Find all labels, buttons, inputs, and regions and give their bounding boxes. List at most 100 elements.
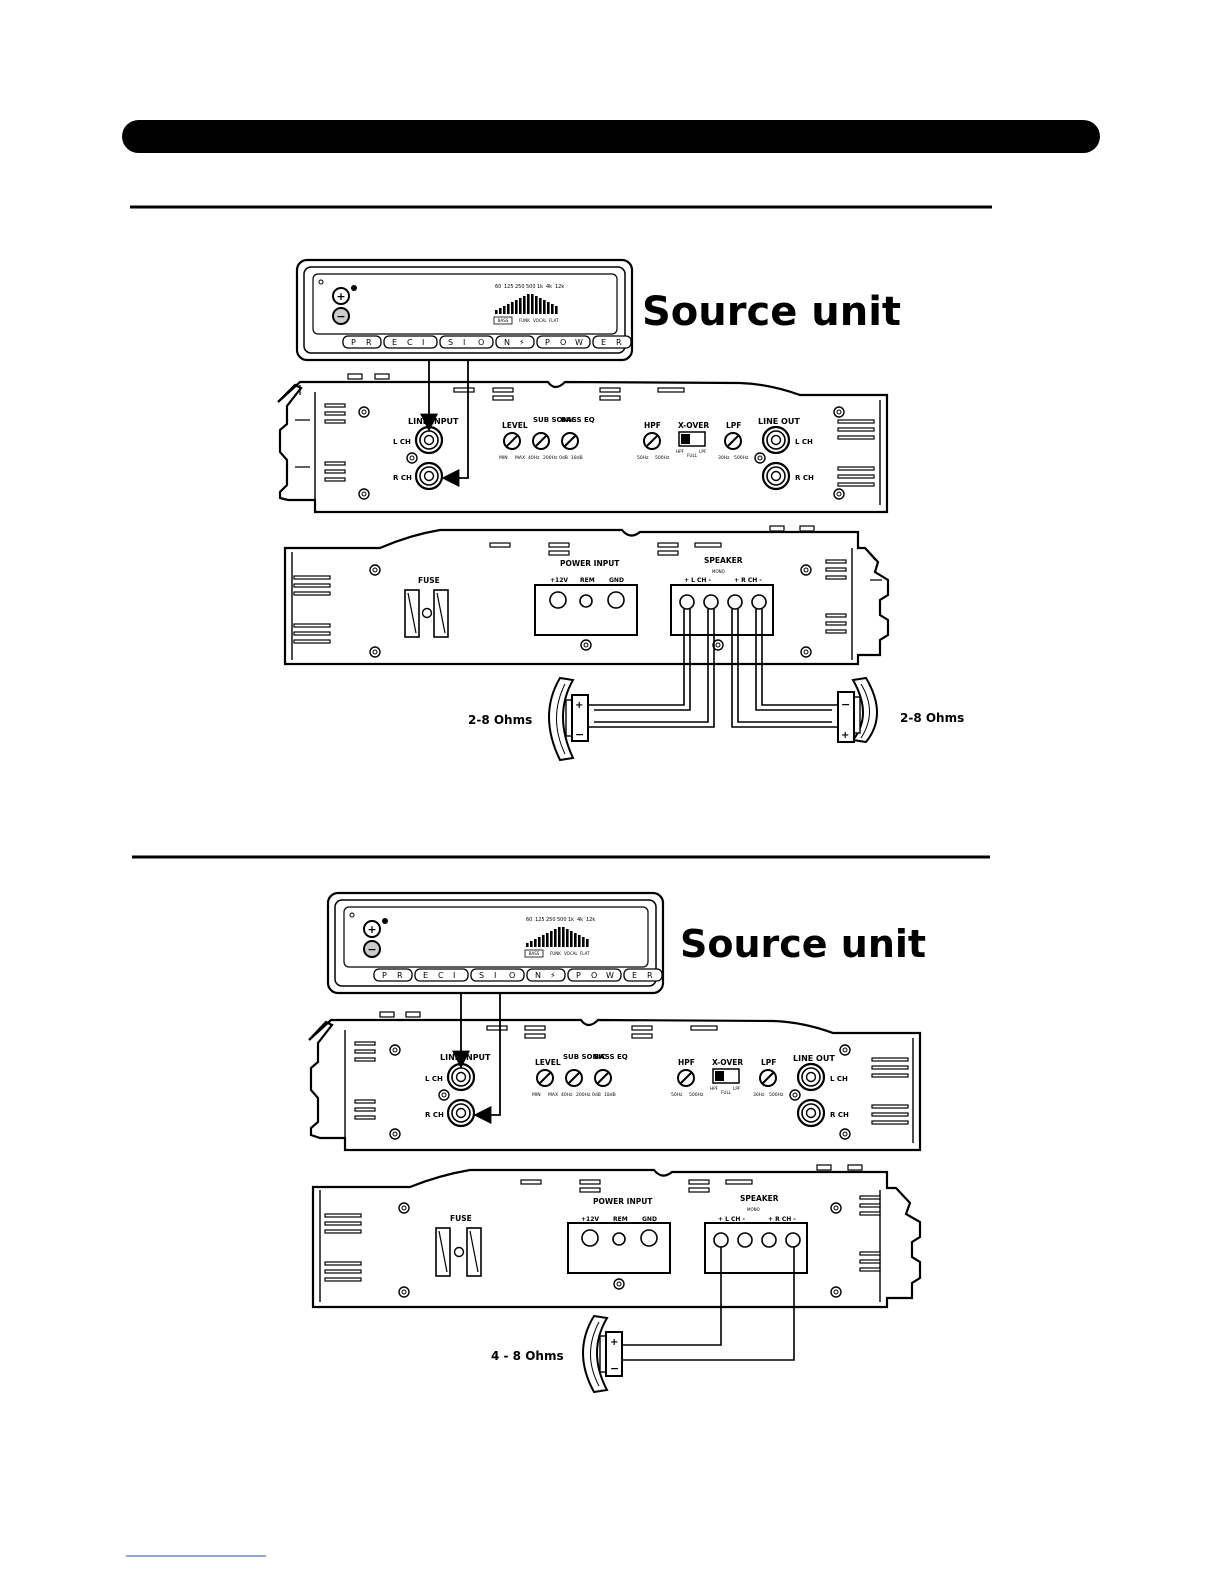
level-knob-1[interactable] — [503, 432, 521, 450]
fuse-label-1: FUSE — [418, 576, 440, 585]
brand-button[interactable] — [373, 968, 413, 982]
brand-button[interactable] — [414, 968, 469, 982]
speaker-lch-minus-terminal-2[interactable] — [737, 1232, 753, 1248]
brand-letter: I — [422, 338, 424, 347]
subsonic-knob-2[interactable] — [565, 1069, 583, 1087]
svg-text:X-OVER: X-OVER — [712, 1058, 743, 1067]
hpf-knob-1[interactable] — [643, 432, 661, 450]
brand-letter: N — [504, 338, 510, 347]
eq-bar — [503, 306, 506, 314]
speaker-rch-plus-terminal-1[interactable] — [727, 594, 743, 610]
speaker-rch-minus-terminal-2[interactable] — [785, 1232, 801, 1248]
svg-text:HPF: HPF — [710, 1086, 719, 1091]
bass-eq-knob-1[interactable] — [561, 432, 579, 450]
line-input-label-1: LINE INPUT — [408, 417, 459, 426]
line-out-lch-jack-2[interactable] — [796, 1062, 826, 1092]
power-gnd-terminal-2[interactable] — [640, 1229, 658, 1247]
svg-text:REM: REM — [613, 1216, 628, 1223]
svg-text:HPF: HPF — [676, 449, 685, 454]
source-unit-2: + − 60 125 250 500 1k 4k 12k BASS FUNK V… — [326, 891, 665, 995]
lpf-label-1: LPF — [726, 421, 741, 430]
level-knob-2[interactable] — [536, 1069, 554, 1087]
eq-bar — [582, 937, 585, 947]
svg-text:+: + — [575, 700, 583, 711]
power-gnd-terminal-1[interactable] — [607, 591, 625, 609]
line-out-lch-jack-1[interactable] — [761, 425, 791, 455]
line-out-rch-jack-2[interactable] — [796, 1098, 826, 1128]
svg-text:REM: REM — [580, 577, 595, 584]
svg-text:MIN: MIN — [532, 1092, 541, 1098]
brand-button[interactable] — [623, 968, 663, 982]
brand-button[interactable] — [526, 968, 566, 982]
brand-letter: S — [448, 338, 453, 347]
hpf-knob-2[interactable] — [677, 1069, 695, 1087]
brand-button[interactable] — [592, 335, 632, 349]
speaker-rch-plus-terminal-2[interactable] — [761, 1232, 777, 1248]
line-input-lch-jack-2[interactable] — [446, 1062, 476, 1092]
power-12v-terminal-1[interactable] — [549, 591, 567, 609]
eq-bar — [558, 927, 561, 947]
lpf-knob-2[interactable] — [759, 1069, 777, 1087]
eq-bars-1 — [495, 294, 558, 314]
speaker-lch-minus-terminal-1[interactable] — [703, 594, 719, 610]
line-out-rch-jack-1[interactable] — [761, 461, 791, 491]
svg-text:GND: GND — [609, 577, 624, 584]
svg-text:VOCAL: VOCAL — [533, 318, 547, 323]
speaker-lch-plus-terminal-2[interactable] — [713, 1232, 729, 1248]
bass-eq-knob-2[interactable] — [594, 1069, 612, 1087]
line-input-rch-jack-1[interactable] — [414, 461, 444, 491]
power-12v-terminal-2[interactable] — [581, 1229, 599, 1247]
svg-text:40Hz: 40Hz — [528, 455, 540, 461]
svg-text:0dB: 0dB — [592, 1092, 601, 1098]
power-rem-terminal-2[interactable] — [612, 1232, 626, 1246]
speaker-lch-plus-terminal-1[interactable] — [679, 594, 695, 610]
eq-mode-labels-2: BASS FUNK VOCAL FLAT — [524, 949, 590, 958]
svg-text:FLAT: FLAT — [549, 318, 559, 323]
svg-text:BASS: BASS — [498, 318, 509, 323]
svg-text:LINE INPUT: LINE INPUT — [440, 1053, 491, 1062]
brand-letter: I — [494, 971, 496, 980]
source-unit-1: + − 60 125 250 500 1k 4k 12k BASS FUNK V… — [295, 258, 634, 362]
svg-text:30Hz: 30Hz — [753, 1092, 765, 1098]
speaker-wires-2 — [622, 1247, 795, 1361]
svg-text:−: − — [367, 943, 376, 956]
svg-text:125: 125 — [504, 284, 514, 290]
brand-button[interactable] — [536, 335, 591, 349]
brand-button[interactable] — [439, 335, 494, 349]
svg-text:L CH: L CH — [830, 1075, 848, 1083]
brand-button[interactable] — [470, 968, 525, 982]
svg-text:500Hz: 500Hz — [689, 1092, 704, 1098]
speaker-rch-minus-terminal-1[interactable] — [751, 594, 767, 610]
line-input-lch-jack-1[interactable] — [414, 425, 444, 455]
svg-text:200Hz: 200Hz — [576, 1092, 591, 1098]
eq-bar — [586, 939, 589, 947]
brand-button[interactable] — [567, 968, 622, 982]
svg-text:+ L CH -: + L CH - — [718, 1216, 746, 1223]
eq-bar — [527, 294, 530, 314]
rca-cables-1 — [420, 360, 469, 487]
subsonic-knob-1[interactable] — [532, 432, 550, 450]
svg-text:MAX: MAX — [548, 1092, 558, 1098]
svg-text:500Hz: 500Hz — [734, 455, 749, 461]
power-rem-terminal-1[interactable] — [579, 594, 593, 608]
eq-bar — [535, 296, 538, 314]
power-input-label-1: POWER INPUT — [560, 559, 620, 568]
brand-button[interactable] — [342, 335, 382, 349]
source-unit-label-2: Source unit — [680, 922, 926, 966]
line-input-rch-jack-2[interactable] — [446, 1098, 476, 1128]
eq-bar — [546, 933, 549, 947]
brand-letter: O — [478, 338, 484, 347]
lpf-knob-1[interactable] — [724, 432, 742, 450]
brand-button[interactable] — [495, 335, 535, 349]
svg-text:MIN: MIN — [499, 455, 508, 461]
eq-bar — [543, 300, 546, 314]
amp-power-panel-2: FUSE POWER INPUT +12V REM GND SPEAKER MO… — [311, 1164, 922, 1309]
header-bar — [122, 120, 1100, 153]
brand-letter: P — [351, 338, 356, 347]
brand-button[interactable] — [383, 335, 438, 349]
svg-text:18dB: 18dB — [571, 455, 583, 461]
brand-letter: S — [479, 971, 484, 980]
brand-letter: I — [463, 338, 465, 347]
svg-text:−: − — [336, 310, 345, 323]
